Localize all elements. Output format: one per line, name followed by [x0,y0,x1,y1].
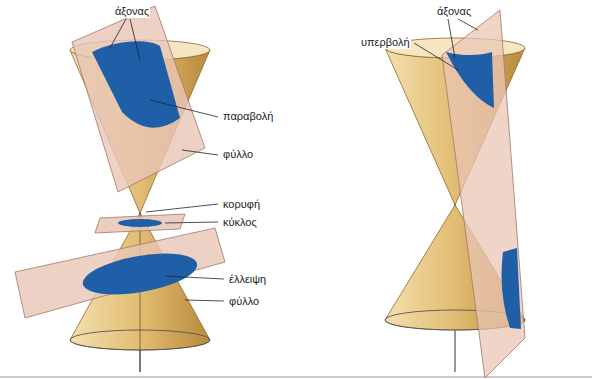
parabola-plane [72,6,205,192]
part-label: φύλλο [222,148,254,161]
bottom-rule [0,377,592,378]
circle-plane [95,214,185,233]
part-label: υπερβολή [360,36,411,49]
part-label: άξονας [114,5,150,18]
part-label: φύλλο [228,295,260,308]
hyperbola-plane [442,10,525,378]
part-label: άξονας [436,5,472,18]
part-label: κορυφή [222,198,261,211]
ellipse-plane [15,228,225,318]
part-label: έλλειψη [228,273,267,286]
part-label: παραβολή [222,110,274,123]
leader-lines [110,19,478,301]
part-label: κύκλος [222,216,258,229]
